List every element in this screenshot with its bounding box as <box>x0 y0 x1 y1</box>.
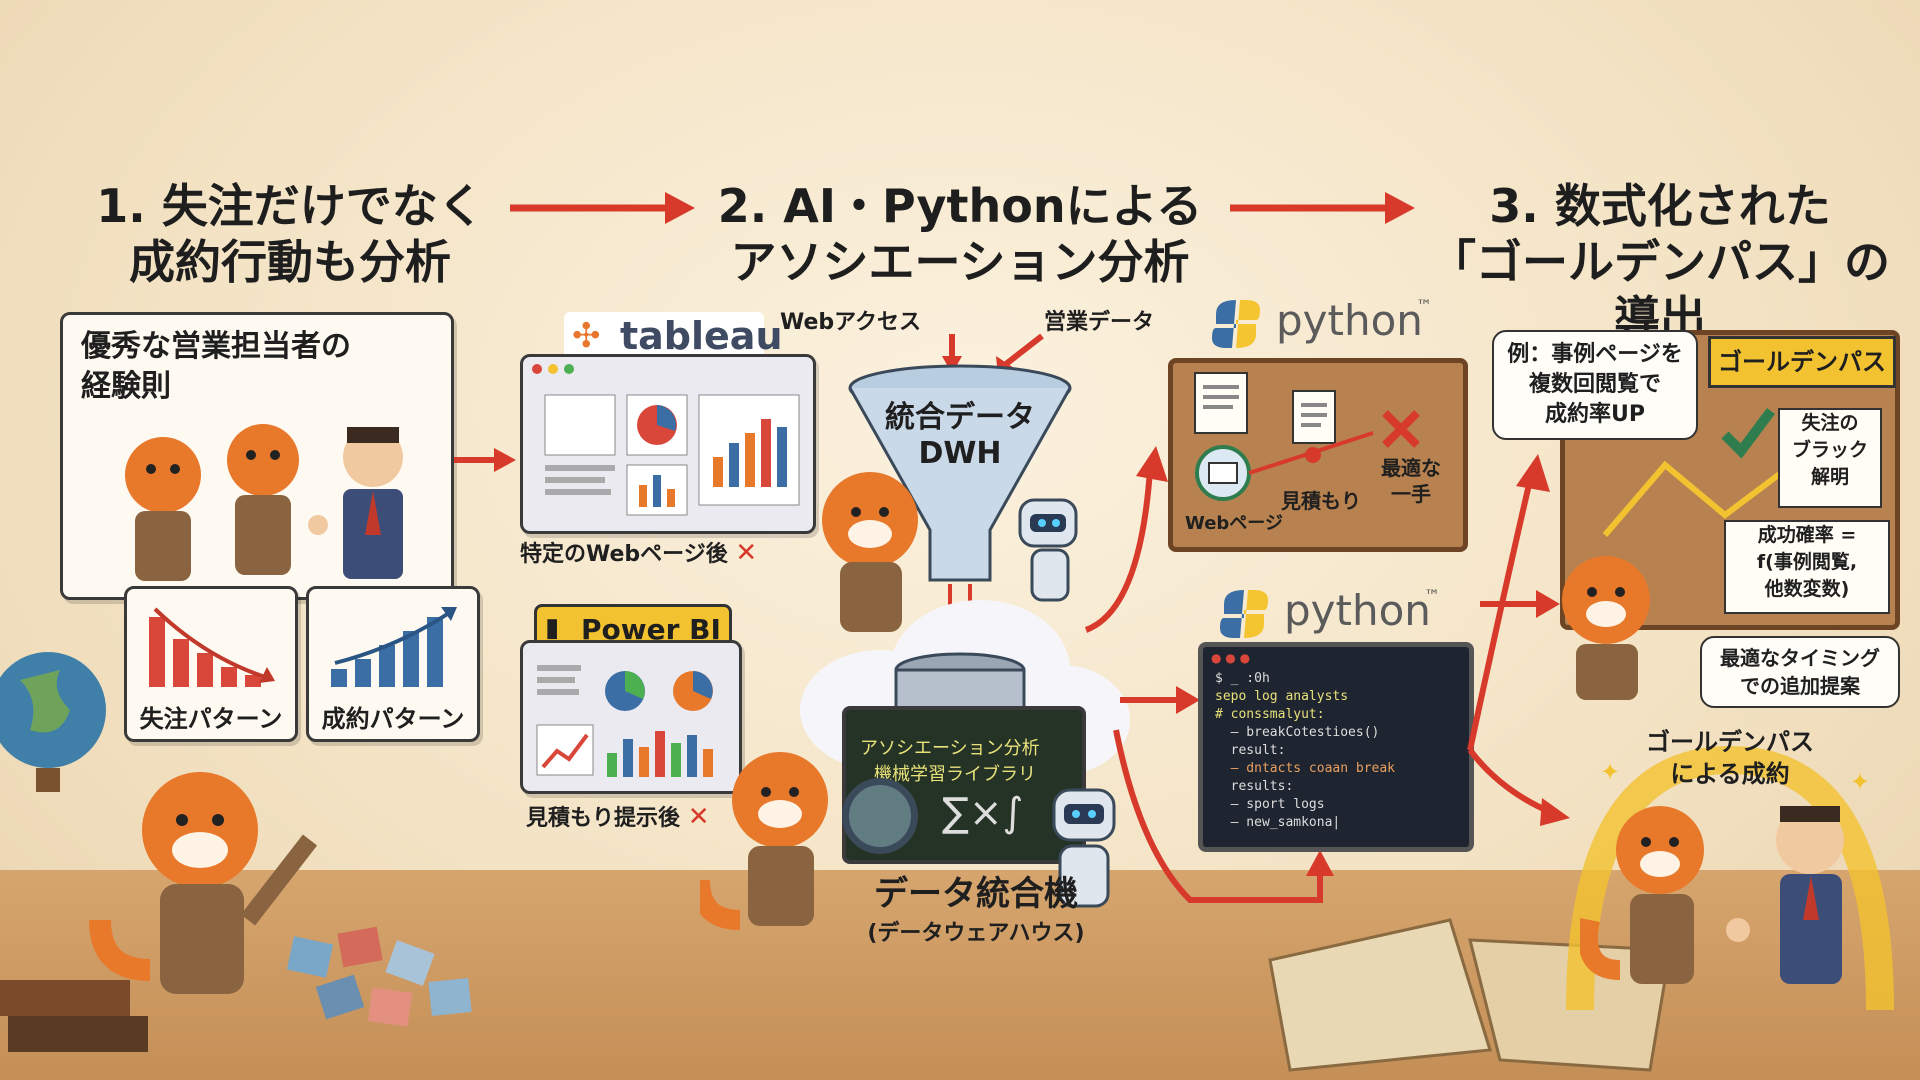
python-logo-icon <box>1212 300 1260 348</box>
code-terminal: ● ● ● $ _ :0h sepo log analysts # conssm… <box>1198 642 1474 852</box>
win-pattern-card: 成約パターン <box>306 586 480 742</box>
fox-mascot-right <box>1562 556 1650 700</box>
robot-icon <box>1018 498 1078 602</box>
analysis-screen-line2: 機械学習ライブラリ <box>874 764 1036 785</box>
corkboard-quote-label: 見積もり <box>1281 489 1361 513</box>
terminal-window-dots: ● ● ● <box>1211 651 1251 665</box>
loss-pattern-chart <box>149 607 275 687</box>
middle-to-right-arrows <box>1084 446 1334 903</box>
left-to-middle-arrow <box>454 448 516 472</box>
tableau-logo: ✣ tableau <box>564 312 783 360</box>
code-line-4: — breakCotestioes() <box>1215 725 1380 740</box>
handshake-illustration <box>125 424 403 581</box>
powerbi-x-icon: ✕ <box>687 802 710 832</box>
fox-mascot-bottom <box>700 752 828 930</box>
win-pattern-chart <box>331 607 457 687</box>
code-line-3: # conssmalyut: <box>1215 707 1325 722</box>
powerbi-dashboard <box>520 640 742 794</box>
svg-text:✦: ✦ <box>1600 758 1620 786</box>
python-corkboard: Webページ 見積もり 最適な 一手 <box>1168 358 1468 552</box>
arrow-stage1-to-2 <box>510 192 695 224</box>
tableau-cross-icon: ✣ <box>572 316 601 356</box>
sigma-formula-icon: ∑×∫ <box>942 790 1024 836</box>
stage-2-title-line1: 2. AI・Pythonによる <box>717 179 1203 233</box>
code-line-7: results: <box>1215 779 1294 794</box>
tableau-dashboard <box>520 354 816 534</box>
left-scene <box>0 652 472 1052</box>
funnel-machine-graphic <box>800 333 1130 775</box>
stage-1-title-line2: 成約行動も分析 <box>129 235 451 289</box>
golden-arch: ✦ ✦ <box>1566 745 1894 1011</box>
example-note: 例：事例ページを 複数回閲覧で 成約率UP <box>1492 330 1698 440</box>
tableau-caption-text: 特定のWebページ後 <box>520 542 728 567</box>
dwh-funnel <box>848 364 1072 582</box>
tableau-dashboard-charts <box>532 364 800 516</box>
powerbi-bars-icon: ▮ <box>545 613 560 643</box>
python-logo-text: python <box>1276 296 1423 345</box>
corkboard-web-label: Webページ <box>1185 513 1283 534</box>
tableau-logo-text: tableau <box>620 314 783 358</box>
timing-note: 最適なタイミング での追加提案 <box>1700 636 1900 708</box>
python-logo-text-2: python <box>1284 586 1431 635</box>
experience-panel: 優秀な営業担当者の 経験則 <box>60 312 454 600</box>
win-pattern-label: 成約パターン <box>321 705 465 733</box>
corkboard-illustration <box>1194 372 1420 501</box>
stage-3-title-line1: 3. 数式化された <box>1489 179 1831 233</box>
corkboard-best-move: 最適な 一手 <box>1369 455 1453 507</box>
powerbi-dashboard-charts <box>536 665 713 777</box>
robot-icon-bottom <box>1052 788 1116 908</box>
code-line-2: sepo log analysts <box>1215 689 1349 704</box>
black-box-note: 失注の ブラック 解明 <box>1778 408 1882 508</box>
code-line-8: — sport logs <box>1215 797 1325 812</box>
fox-mascot-left <box>89 772 318 994</box>
input-web-access: Webアクセス <box>780 310 922 335</box>
title-arrows <box>510 192 1415 224</box>
stage-2-title: 2. AI・Pythonによる アソシエーション分析 <box>700 178 1220 290</box>
arrow-stage2-to-3 <box>1230 192 1415 224</box>
golden-path-tag: ゴールデンパス <box>1708 336 1896 388</box>
code-line-9: — new_samkona| <box>1215 815 1341 830</box>
corkboard-best-line1: 最適な <box>1381 456 1441 480</box>
tableau-x-icon: ✕ <box>735 538 758 568</box>
python-logo-top: python ™ <box>1210 296 1470 352</box>
powerbi-caption: 見積もり提示後 ✕ <box>526 800 786 832</box>
funnel-label: 統合データ DWH <box>860 400 1060 472</box>
experience-note: 優秀な営業担当者の 経験則 <box>81 329 351 404</box>
stage-1-title: 1. 失注だけでなく 成約行動も分析 <box>80 178 500 290</box>
tableau-caption: 特定のWebページ後 ✕ <box>520 536 820 568</box>
machine-title: データ統合機 (データウェアハウス) <box>826 866 1126 947</box>
stage-2-title-line2: アソシエーション分析 <box>730 235 1190 289</box>
loss-pattern-label: 失注パターン <box>139 705 283 733</box>
python-logo-icon-2 <box>1220 590 1268 638</box>
code-line-5: result: <box>1215 743 1286 758</box>
python-logo-bottom: python ™ <box>1218 586 1478 642</box>
fox-mascot-middle <box>822 472 918 632</box>
funnel-label-line1: 統合データ <box>885 400 1035 435</box>
python-to-right-arrows <box>1467 454 1570 826</box>
code-line-6: — dntacts coaan break <box>1215 761 1396 776</box>
machine-title-sub: (データウェアハウス) <box>867 921 1085 946</box>
input-sales-data: 営業データ <box>1044 310 1155 335</box>
puzzle-pieces <box>286 926 472 1027</box>
powerbi-caption-text: 見積もり提示後 <box>526 806 681 831</box>
globe-icon <box>0 652 106 792</box>
code-line-1: $ _ :0h <box>1215 671 1270 686</box>
stage-1-title-line1: 1. 失注だけでなく <box>96 179 484 233</box>
python-tm: ™ <box>1416 296 1432 315</box>
golden-result-label: ゴールデンパス による成約 <box>1646 728 1814 788</box>
loss-pattern-card: 失注パターン <box>124 586 298 742</box>
corkboard-best-line2: 一手 <box>1391 482 1431 506</box>
machine-title-main: データ統合機 <box>874 874 1078 914</box>
final-handshake <box>1580 806 1844 984</box>
svg-text:✦: ✦ <box>1850 768 1870 796</box>
funnel-label-line2: DWH <box>918 436 1002 471</box>
formula-note: 成功確率 = f(事例閲覧, 他数変数) <box>1724 520 1890 614</box>
python-tm-2: ™ <box>1424 586 1440 605</box>
books-stack <box>0 980 148 1052</box>
magnifier-icon <box>842 778 918 854</box>
analysis-screen-line1: アソシエーション分析 <box>860 738 1040 759</box>
